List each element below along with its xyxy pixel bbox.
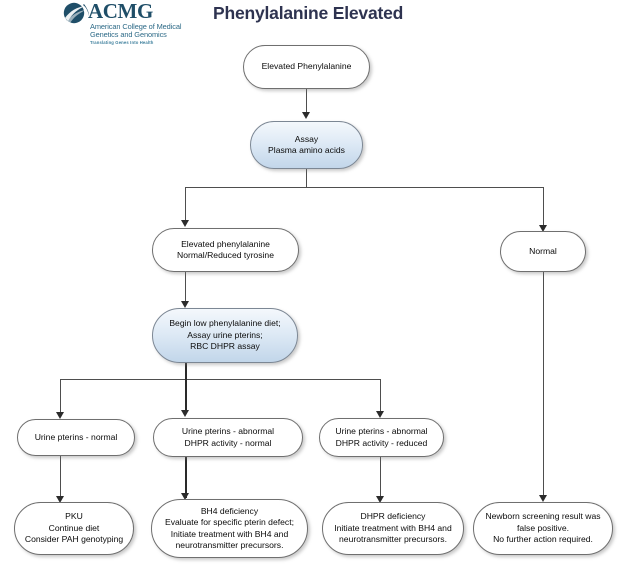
node-line-3: Consider PAH genotyping (24, 534, 124, 545)
node-label: DHPR deficiency Initiate treatment with … (330, 511, 456, 545)
node-label: Urine pterins - abnormal DHPR activity -… (161, 426, 295, 449)
node-line-2: DHPR activity - normal (184, 437, 272, 448)
edge-n3-n5-arrow (181, 301, 189, 308)
node-pku-outcome[interactable]: PKU Continue diet Consider PAH genotypin… (14, 502, 134, 555)
node-label: BH4 deficiency Evaluate for specific pte… (159, 506, 300, 552)
node-line-1: Assay (294, 133, 319, 144)
node-label: PKU Continue diet Consider PAH genotypin… (22, 511, 126, 545)
edge-n8-n11-arrow (376, 496, 384, 503)
node-normal[interactable]: Normal (500, 231, 586, 272)
node-label: Elevated Phenylalanine (261, 61, 352, 72)
node-label: Assay Plasma amino acids (258, 134, 355, 157)
node-line-4: neurotransmitter precursors. (175, 539, 284, 550)
node-urine-pterins-normal[interactable]: Urine pterins - normal (17, 419, 135, 456)
node-line-1: BH4 deficiency (200, 505, 259, 516)
edge-n5-n8-arrow (376, 411, 384, 418)
node-false-positive-outcome[interactable]: Newborn screening result was false posit… (473, 502, 613, 555)
acmg-wordmark: ACMG (88, 0, 153, 23)
edge-n2-n3-arrow (181, 220, 189, 227)
node-label: Urine pterins - normal (34, 431, 118, 442)
node-line-1: Elevated phenylalanine (181, 238, 270, 249)
node-line-1: Newborn screening result was (485, 511, 601, 522)
node-line-3: RBC DHPR assay (190, 341, 260, 352)
node-elevated-phe-normal-reduced-tyrosine[interactable]: Elevated phenylalanine Normal/Reduced ty… (152, 228, 299, 272)
node-urine-pterins-abnormal-dhpr-normal[interactable]: Urine pterins - abnormal DHPR activity -… (153, 418, 303, 457)
acmg-tagline: Translating Genes Into Health (90, 40, 154, 45)
edge-n3-n5-line (185, 271, 186, 305)
page-title: Phenylalanine Elevated (213, 3, 404, 23)
edge-n1-n2-line (306, 88, 307, 117)
node-bh4-deficiency-outcome[interactable]: BH4 deficiency Evaluate for specific pte… (151, 499, 308, 558)
node-label: Begin low phenylalanine diet; Assay urin… (160, 318, 290, 352)
edge-n5-bus (60, 379, 381, 380)
edge-n5-n7-arrow (181, 410, 189, 417)
edge-n2-n4-line (543, 187, 544, 228)
node-elevated-phenylalanine[interactable]: Elevated Phenylalanine (243, 45, 370, 89)
edge-n2-n4-arrow (539, 225, 547, 232)
edge-n6-n9-arrow (56, 496, 64, 503)
edge-n2-stem (306, 168, 307, 188)
node-begin-low-phe-diet[interactable]: Begin low phenylalanine diet; Assay urin… (152, 308, 298, 363)
acmg-swoosh-mark (63, 2, 89, 24)
node-line-1: Begin low phenylalanine diet; (169, 318, 281, 329)
node-urine-pterins-abnormal-dhpr-reduced[interactable]: Urine pterins - abnormal DHPR activity -… (319, 418, 444, 457)
edge-n4-n12-line (543, 272, 544, 500)
node-line-2: Normal/Reduced tyrosine (177, 250, 274, 260)
node-label: Newborn screening result was false posit… (481, 511, 605, 545)
node-line-1: Urine pterins - abnormal (335, 426, 428, 437)
edge-n2-bus (185, 187, 544, 188)
node-line-2: false positive. (516, 522, 570, 533)
edge-n7-n10-arrow (181, 493, 189, 500)
node-line-2: Evaluate for specific pterin defect; (165, 517, 294, 528)
edge-n5-stem (185, 361, 187, 380)
node-dhpr-deficiency-outcome[interactable]: DHPR deficiency Initiate treatment with … (322, 502, 464, 555)
node-line-2: Initiate treatment with BH4 and (334, 522, 452, 533)
node-line-1: Urine pterins - abnormal (181, 426, 275, 437)
node-line-3: No further action required. (493, 534, 593, 545)
node-line-2: DHPR activity - reduced (335, 437, 428, 448)
edge-n8-n11-line (380, 455, 381, 501)
node-line-3: Initiate treatment with BH4 and (170, 528, 289, 539)
node-line-1: DHPR deficiency (360, 511, 426, 522)
edge-n5-n7-line (185, 379, 187, 413)
node-line-3: neurotransmitter precursors. (339, 534, 447, 545)
node-label: Normal (529, 245, 557, 256)
node-line-2: Plasma amino acids (268, 145, 345, 155)
node-label: Elevated phenylalanine Normal/Reduced ty… (160, 239, 291, 262)
edge-n5-n8-line (380, 379, 381, 414)
node-line-1: PKU (65, 511, 83, 522)
node-line-2: Assay urine pterins; (187, 329, 263, 340)
edge-n5-n6-arrow (56, 412, 64, 419)
node-assay-plasma-amino-acids[interactable]: Assay Plasma amino acids (250, 121, 363, 169)
edge-n1-n2-arrow (302, 112, 310, 119)
edge-n6-n9-line (60, 455, 61, 501)
node-line-2: Continue diet (48, 522, 100, 533)
edge-n4-n12-arrow (539, 495, 547, 502)
acmg-logo: ACMG American College of Medical Genetic… (62, 1, 194, 47)
acmg-subtitle: American College of Medical Genetics and… (90, 22, 182, 40)
edge-n7-n10-line (185, 455, 187, 498)
node-label: Urine pterins - abnormal DHPR activity -… (327, 426, 436, 449)
edge-n2-n3-line (185, 187, 186, 223)
edge-n5-n6-line (60, 379, 61, 415)
